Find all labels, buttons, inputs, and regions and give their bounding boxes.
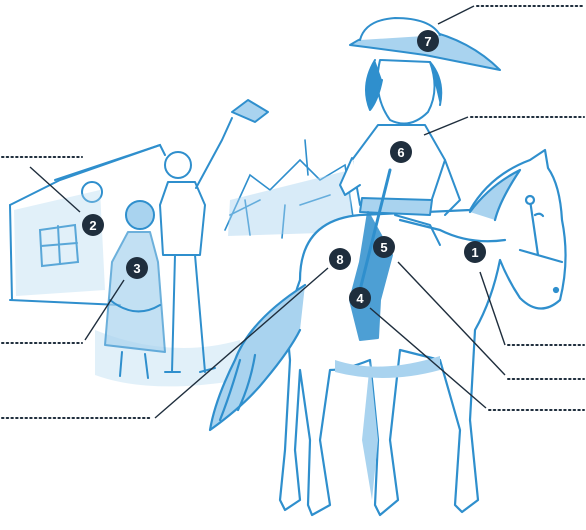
- marker-7: 7: [417, 30, 439, 52]
- marker-2: 2: [82, 214, 104, 236]
- marker-3: 3: [126, 257, 148, 279]
- house-wall-wash: [14, 190, 105, 296]
- marker-2-number: 2: [89, 218, 96, 233]
- marker-1-number: 1: [471, 245, 478, 260]
- marker-8: 8: [329, 248, 351, 270]
- old-couple-drawing: [105, 100, 268, 378]
- marker-1: 1: [464, 241, 486, 263]
- marker-8-number: 8: [336, 252, 343, 267]
- marker-4-number: 4: [356, 291, 364, 306]
- marker-6-number: 6: [397, 145, 404, 160]
- marker-5: 5: [373, 236, 395, 258]
- marker-5-number: 5: [380, 240, 387, 255]
- marker-4: 4: [349, 287, 371, 309]
- leader-line-6: [424, 117, 468, 135]
- marker-7-number: 7: [424, 34, 431, 49]
- marker-3-number: 3: [133, 261, 140, 276]
- leader-line-7: [438, 6, 474, 24]
- marker-6: 6: [390, 141, 412, 163]
